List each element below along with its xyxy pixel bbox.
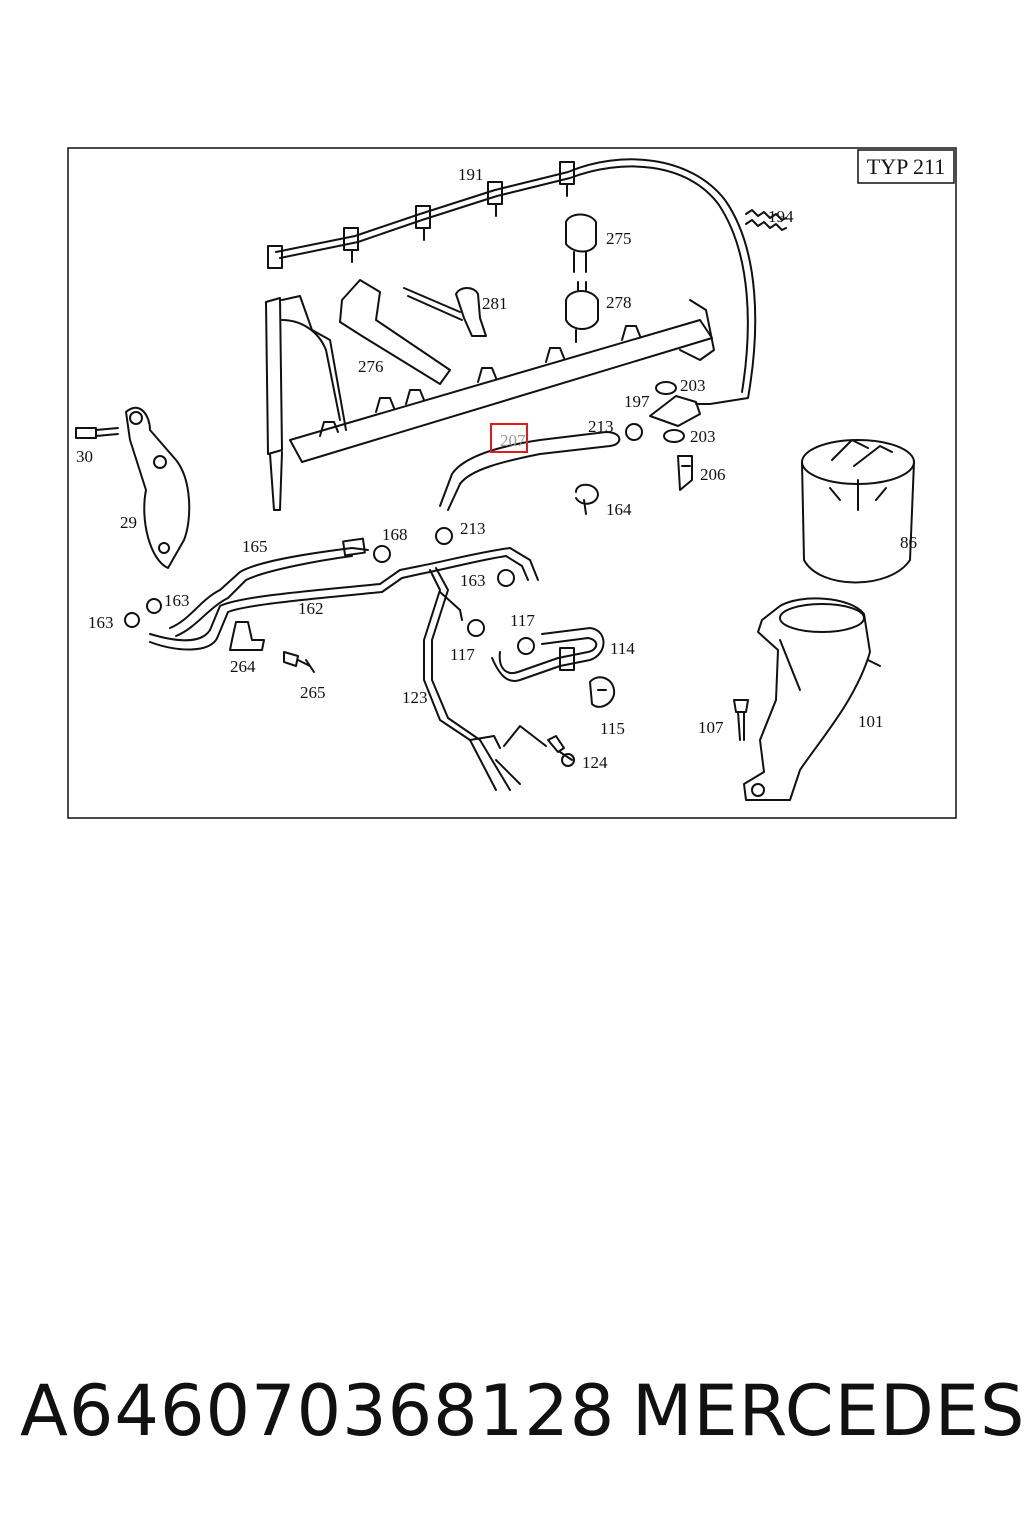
callout-265: 265	[300, 683, 326, 702]
bolt-107	[733, 699, 749, 741]
callout-124: 124	[582, 753, 608, 772]
tie-276	[339, 279, 451, 385]
callout-163: 163	[460, 571, 486, 590]
connector	[415, 205, 431, 229]
return-line-191	[275, 158, 757, 405]
callout-162: 162	[298, 599, 324, 618]
holder-101	[743, 597, 871, 801]
callout-114: 114	[610, 639, 635, 658]
connector	[267, 245, 283, 269]
callout-117: 117	[510, 611, 535, 630]
line-162	[149, 547, 539, 642]
bolt-124	[547, 735, 573, 761]
callout-276: 276	[358, 357, 384, 376]
callout-206: 206	[700, 465, 726, 484]
hose-207	[439, 431, 621, 511]
callout-281: 281	[482, 294, 508, 313]
footer: A646070368128 MERCEDES	[0, 1370, 1024, 1480]
callout-213: 213	[460, 519, 486, 538]
callout-191: 191	[458, 165, 484, 184]
injector	[265, 295, 347, 511]
part-115	[589, 676, 616, 708]
callout-275: 275	[606, 229, 632, 248]
callout-30: 30	[76, 447, 93, 466]
callout-168: 168	[382, 525, 408, 544]
clip-275	[565, 213, 597, 273]
callout-163: 163	[164, 591, 190, 610]
callout-278: 278	[606, 293, 632, 312]
callout-203: 203	[690, 427, 716, 446]
callout-264: 264	[230, 657, 256, 676]
connector	[487, 181, 503, 205]
callout-203: 203	[680, 376, 706, 395]
callout-164: 164	[606, 500, 632, 519]
bracket-29	[125, 406, 191, 569]
callout-194: 194	[768, 207, 794, 226]
callout-207: 207	[500, 431, 526, 450]
diagram-frame	[67, 147, 957, 819]
bolt-30	[75, 427, 119, 439]
callout-123: 123	[402, 688, 428, 707]
callout-213: 213	[588, 417, 614, 436]
line-165	[169, 547, 369, 629]
bracket-264	[229, 621, 265, 651]
spring-194	[745, 209, 787, 231]
line-art	[75, 158, 915, 801]
callouts: 191 194 275 281 278 276 203 197 203 30 2…	[76, 165, 917, 772]
bolt-265	[283, 651, 315, 673]
line-123	[423, 569, 497, 791]
callout-107: 107	[698, 718, 724, 737]
callout-117: 117	[450, 645, 475, 664]
brand-name: MERCEDES	[632, 1370, 1024, 1452]
clip-278	[565, 281, 599, 343]
fuel-filter-86	[801, 461, 915, 584]
callout-197: 197	[624, 392, 650, 411]
callout-163: 163	[88, 613, 114, 632]
clamp-164	[575, 483, 599, 515]
clip-281	[455, 287, 487, 337]
callout-165: 165	[242, 537, 268, 556]
callout-29: 29	[120, 513, 137, 532]
type-label-box	[857, 149, 955, 184]
part-number: A646070368128	[20, 1370, 616, 1452]
callout-86: 86	[900, 533, 917, 552]
type-label: TYP 211	[867, 154, 945, 179]
highlight-box	[490, 423, 528, 453]
connector	[343, 227, 359, 251]
callout-101: 101	[858, 712, 884, 731]
callout-115: 115	[600, 719, 625, 738]
parts-diagram: TYP 211	[67, 147, 957, 819]
